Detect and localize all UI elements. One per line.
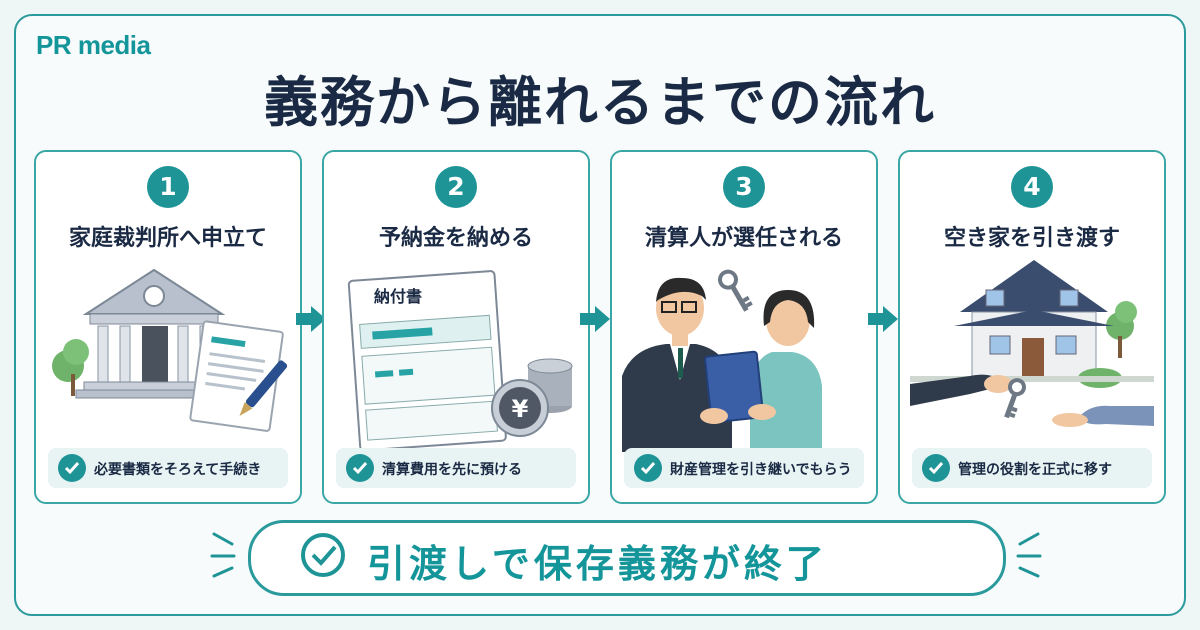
- arrow-right-icon: [868, 306, 898, 332]
- step-note: 必要書類をそろえて手続き: [48, 448, 288, 488]
- step-card-4: 4 空き家を引き渡す 管理の役割を正式に移す: [898, 150, 1166, 504]
- handover-people-icon: [622, 269, 822, 452]
- spark-decoration-right: [1016, 532, 1042, 578]
- step-note-text: 財産管理を引き継いでもらう: [670, 462, 852, 478]
- spark-decoration-left: [210, 532, 236, 578]
- step-note-text: 必要書類をそろえて手続き: [94, 462, 262, 478]
- house-keys-icon: [910, 260, 1154, 427]
- check-icon: [346, 454, 374, 482]
- step-card-3: 3 清算人が選任される 財産管理を引き継いでもらう: [610, 150, 878, 504]
- slip-label: 納付書: [374, 287, 422, 306]
- step-title: 空き家を引き渡す: [943, 226, 1120, 251]
- payment-slip-icon: 納付書 ¥: [347, 270, 573, 452]
- check-circle-icon: [301, 533, 345, 577]
- step-note: 管理の役割を正式に移す: [912, 448, 1152, 488]
- step-note: 財産管理を引き継いでもらう: [624, 448, 864, 488]
- step-note-text: 清算費用を先に預ける: [382, 462, 522, 478]
- page-title: 義務から離れるまでの流れ: [264, 71, 936, 134]
- check-icon: [58, 454, 86, 482]
- arrow-right-icon: [580, 306, 610, 332]
- step-number: 3: [723, 166, 765, 208]
- final-text: 引渡しで保存義務が終了: [367, 542, 828, 586]
- step-title: 家庭裁判所へ申立て: [68, 226, 267, 251]
- step-note: 清算費用を先に預ける: [336, 448, 576, 488]
- arrow-right-icon: [296, 306, 326, 332]
- step-card-1: 1 家庭裁判所へ申立て 必要書類をそろえて手続き: [34, 150, 302, 504]
- step-card-2: 2 予納金を納める 納付書 ¥ 清算費用を先に預ける: [322, 150, 590, 504]
- step-title: 清算人が選任される: [644, 226, 843, 251]
- courthouse-icon: [52, 268, 288, 432]
- check-icon: [922, 454, 950, 482]
- brand-logo: PR media: [36, 30, 151, 60]
- check-icon: [634, 454, 662, 482]
- step-note-text: 管理の役割を正式に移す: [958, 462, 1112, 478]
- step-number: 4: [1011, 166, 1053, 208]
- yen-symbol: ¥: [512, 395, 529, 423]
- step-title: 予納金を納める: [378, 226, 533, 251]
- step-number: 1: [147, 166, 189, 208]
- final-banner: 引渡しで保存義務が終了: [248, 520, 1006, 596]
- step-number: 2: [435, 166, 477, 208]
